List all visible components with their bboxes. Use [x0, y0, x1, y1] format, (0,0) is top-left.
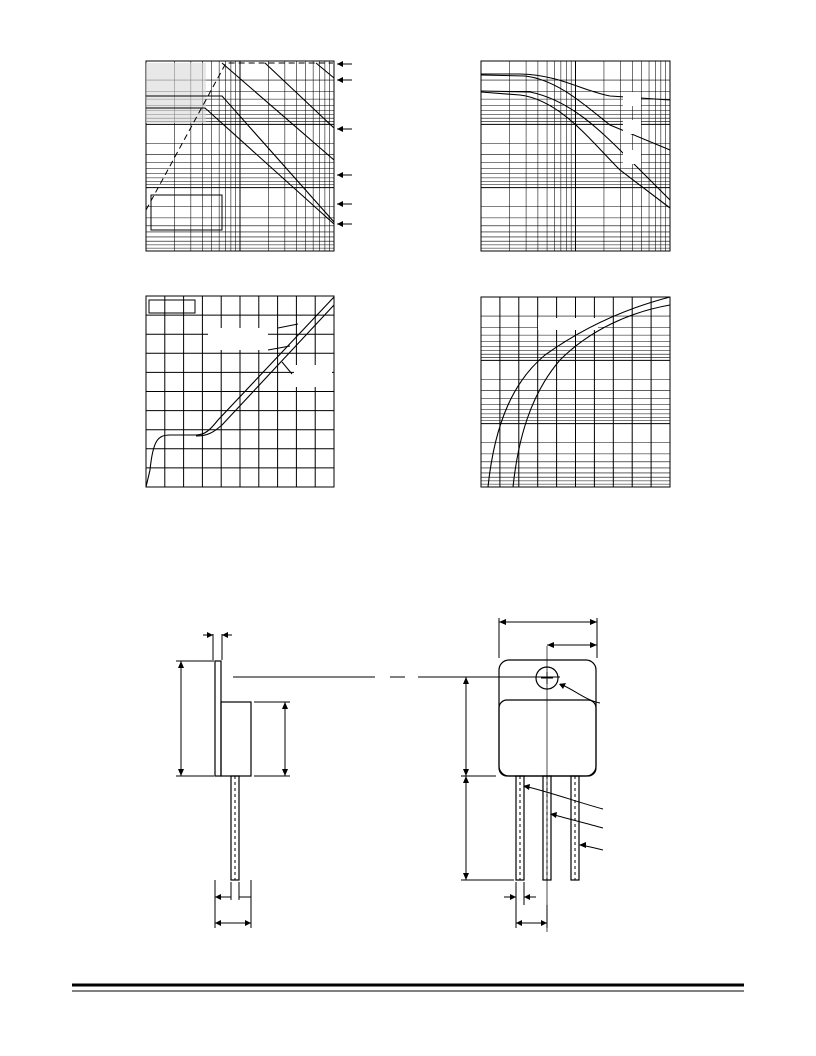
curve-1 [146, 95, 335, 223]
label-gap [294, 365, 332, 387]
transfer-curves [145, 296, 335, 488]
label-gap [208, 328, 268, 350]
dashed-limit-line [145, 62, 333, 211]
curve-5 [315, 62, 335, 79]
leader-line [277, 323, 299, 329]
current-gain-graph [480, 60, 671, 252]
package-front-view [461, 618, 604, 932]
lead-3 [570, 775, 580, 881]
lead-side [230, 775, 240, 881]
label-gap [623, 120, 641, 134]
leader-line [267, 345, 291, 351]
curve-2 [195, 304, 335, 437]
curve-4 [480, 91, 671, 209]
body-side [220, 701, 252, 777]
graph-grid [145, 295, 335, 488]
safe-operating-area-graph [145, 60, 352, 252]
curve-2 [480, 74, 671, 151]
lead-1 [515, 775, 525, 881]
label-gap [623, 92, 641, 106]
label-gap [623, 150, 641, 164]
legend-box [148, 299, 196, 314]
curve-pointer-arrows [337, 61, 352, 227]
capacitance-graph [480, 296, 671, 488]
label-gap [538, 318, 598, 330]
limit-curves [146, 62, 335, 225]
leader-lead-1 [523, 785, 604, 810]
curve-1 [481, 73, 671, 101]
package-side-view [176, 632, 290, 928]
curve-4 [264, 62, 335, 129]
capacitance-curves [487, 296, 671, 488]
graph-grid [480, 296, 671, 488]
shaded-region [146, 63, 206, 123]
heatsink-tab-side [214, 660, 222, 777]
curve-2 [512, 304, 671, 488]
legend-box [150, 194, 223, 231]
package-outline-drawing [176, 618, 604, 932]
leader-line [281, 361, 293, 375]
body-front [498, 699, 597, 777]
graph-grid [480, 60, 671, 252]
curve-2 [146, 107, 335, 225]
curve-1 [487, 296, 671, 488]
leader-lead-2 [550, 813, 604, 829]
curve-1 [145, 296, 335, 488]
curve-3 [221, 62, 335, 161]
transfer-characteristic-graph [145, 295, 335, 488]
